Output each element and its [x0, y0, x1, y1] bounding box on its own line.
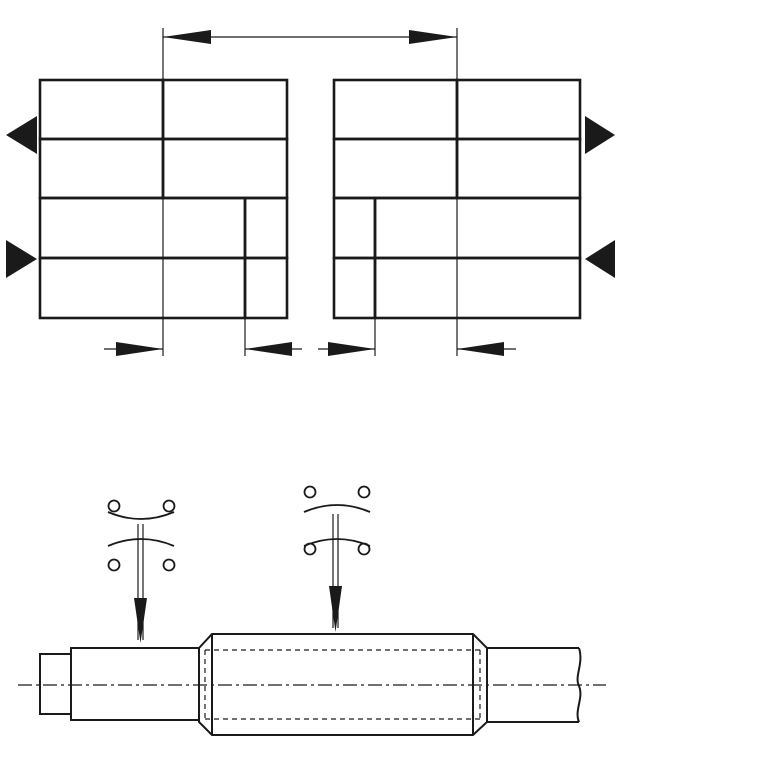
left-row2-white-cell [161, 137, 289, 200]
left-row4-gray-cell [38, 256, 247, 320]
shaft-drawing [18, 633, 606, 736]
movement-symbol-right [303, 485, 371, 632]
symbol-right-circle-tl [303, 485, 317, 499]
right-row3-white-cell [373, 196, 582, 260]
left-row1-white-cell [38, 78, 165, 141]
left-lower-triangle-icon [6, 240, 37, 278]
left-block [38, 78, 289, 320]
symbol-right-down-arrowhead-icon [329, 586, 342, 632]
dim-arrow-4-arrowhead-icon [457, 342, 504, 356]
shaft-break-line [576, 647, 582, 723]
dim-arrow-3-arrowhead-icon [328, 342, 375, 356]
symbol-left-circle-br [162, 558, 176, 572]
symbol-left-upper-arc [107, 511, 175, 520]
side-triangles [6, 116, 615, 278]
right-block [332, 78, 582, 320]
symbol-left-circle-bl [107, 558, 121, 572]
right-row3-gray-cell [332, 196, 377, 260]
symbol-left-circle-tl [107, 499, 121, 513]
symbol-left-down-arrowhead-icon [134, 598, 147, 643]
right-row2-gray-cell [455, 137, 582, 200]
symbol-left-circle-tr [162, 499, 176, 513]
right-row1-white-cell [455, 78, 582, 141]
symbol-left-lower-arc [107, 538, 175, 547]
symbol-right-lower-arc [303, 538, 371, 547]
top-dimension-right-arrowhead-icon [409, 30, 457, 44]
movement-symbol-left [107, 499, 176, 643]
right-upper-triangle-icon [585, 116, 615, 154]
left-upper-triangle-icon [6, 116, 37, 154]
symbol-right-circle-tr [357, 485, 371, 499]
top-dimension [162, 28, 458, 80]
lower-dimension-arrows [104, 318, 516, 356]
right-row4-gray-cell [373, 256, 582, 320]
shaft-end-stub [39, 653, 72, 715]
left-row3-gray-cell [243, 196, 289, 260]
dim-arrow-1-arrowhead-icon [116, 342, 163, 356]
left-row1-gray-cell [161, 78, 289, 141]
right-lower-triangle-icon [585, 240, 615, 278]
symbol-right-upper-arc [303, 504, 371, 513]
top-dimension-left-arrowhead-icon [163, 30, 211, 44]
dim-arrow-2-arrowhead-icon [245, 342, 292, 356]
right-row2-white-cell [332, 137, 459, 200]
left-row4-white-cell [243, 256, 289, 320]
left-row3-white-cell [38, 196, 247, 260]
shaft-narrow-section [70, 647, 200, 721]
right-row4-white-cell [332, 256, 377, 320]
right-row1-gray-cell [332, 78, 459, 141]
left-row2-gray-cell [38, 137, 165, 200]
